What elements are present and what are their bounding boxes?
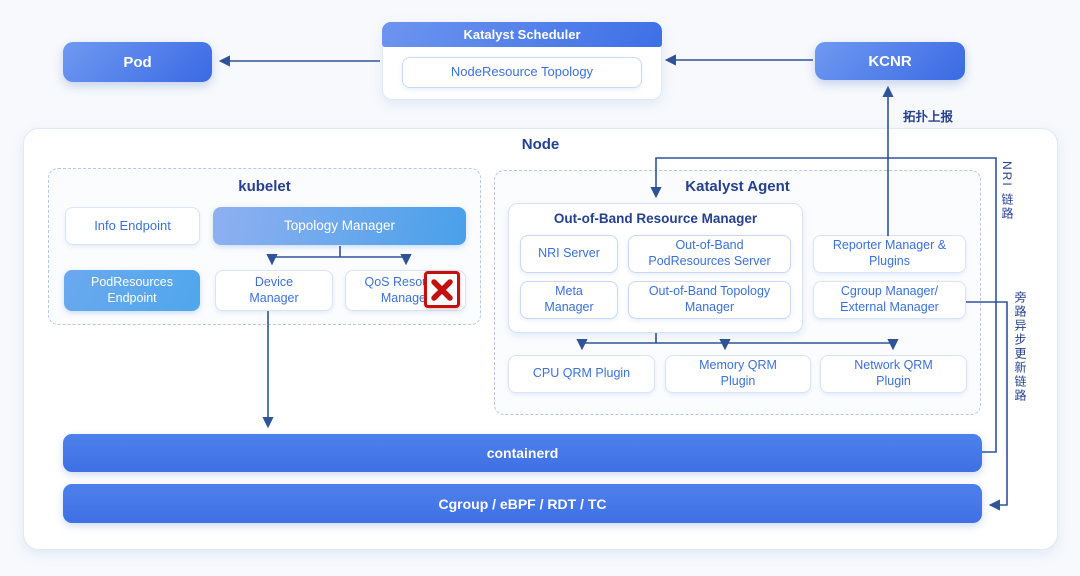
orm-title: Out-of-Band Resource Manager	[553, 211, 758, 226]
node-title: Node	[521, 136, 560, 153]
kubelet-title: kubelet	[238, 178, 291, 195]
red-x-icon	[424, 271, 460, 308]
katalyst-scheduler-header: Katalyst Scheduler	[382, 22, 662, 47]
reporter-manager-box: Reporter Manager & Plugins	[813, 235, 966, 273]
memory-qrm-plugin-box: Memory QRM Plugin	[665, 355, 811, 393]
pod-box: Pod	[63, 42, 212, 82]
topology-manager-box: Topology Manager	[213, 207, 466, 245]
oob-podresources-server-box: Out-of-Band PodResources Server	[628, 235, 791, 273]
x-glyph	[431, 278, 453, 301]
kcnr-box: KCNR	[815, 42, 965, 80]
containerd-bar: containerd	[63, 434, 982, 472]
cpu-qrm-plugin-box: CPU QRM Plugin	[508, 355, 655, 393]
meta-manager-box: Meta Manager	[520, 281, 618, 319]
cgroup-ebpf-rdt-tc-bar: Cgroup / eBPF / RDT / TC	[63, 484, 982, 523]
podresources-endpoint-box: PodResources Endpoint	[64, 270, 200, 311]
bypass-link-label: 旁路异步更新链路	[1013, 291, 1027, 403]
nri-link-label: NRI 链路	[1000, 161, 1014, 221]
topology-report-label: 拓扑上报	[903, 110, 954, 124]
cgroup-manager-box: Cgroup Manager/ External Manager	[813, 281, 966, 319]
network-qrm-plugin-box: Network QRM Plugin	[820, 355, 967, 393]
noderesource-topology-box: NodeResource Topology	[402, 57, 642, 88]
katalyst-agent-title: Katalyst Agent	[685, 178, 790, 195]
info-endpoint-box: Info Endpoint	[65, 207, 200, 245]
nri-server-box: NRI Server	[520, 235, 618, 273]
device-manager-box: Device Manager	[215, 270, 333, 311]
oob-topology-manager-box: Out-of-Band Topology Manager	[628, 281, 791, 319]
